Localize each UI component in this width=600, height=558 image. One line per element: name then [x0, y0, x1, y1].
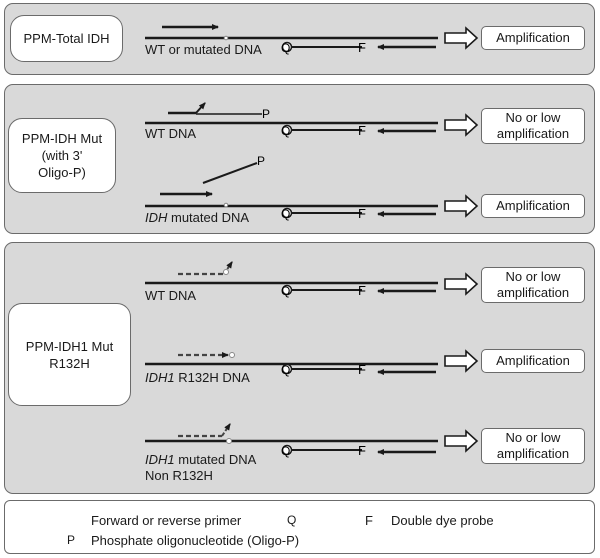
result-box: Amplification [481, 194, 585, 218]
probe-quencher-label: Q [281, 444, 290, 458]
dna-label-line2: Non R132H [145, 468, 213, 483]
legend-probe-f: F [365, 513, 373, 528]
dna-label: IDH1 R132H DNA [145, 370, 250, 385]
probe-fluor-label: F [358, 206, 366, 221]
row-total-idh: Q F [145, 24, 479, 55]
probe-quencher-label: Q [281, 284, 290, 298]
panel-label-total-idh: PPM-Total IDH [10, 15, 123, 62]
row-idh-mut-wt: P Q F [145, 102, 479, 138]
legend-probe-text: Double dye probe [391, 513, 494, 528]
result-arrow-icon [444, 272, 479, 296]
legend-oligo-p: P [67, 533, 76, 547]
probe-fluor-label: F [358, 362, 366, 377]
probe-quencher-label: Q [281, 363, 290, 377]
result-box: Amplification [481, 26, 585, 50]
dna-label: IDH mutated DNA [145, 210, 250, 225]
probe-fluor-label: F [358, 443, 366, 458]
row-idh-mut-mutated: P Q F [145, 154, 479, 221]
result-box: No or low amplification [481, 428, 585, 464]
result-box: No or low amplification [481, 267, 585, 303]
result-arrow-icon [444, 194, 479, 218]
result-arrow-icon [444, 349, 479, 373]
legend-primer-text: Forward or reverse primer [91, 513, 242, 528]
row-idh1-wt: Q F [145, 261, 479, 298]
phosphate-label: P [257, 154, 265, 168]
legend-probe-q: Q [287, 513, 297, 527]
phosphate-label: P [262, 107, 270, 121]
probe-fluor-label: F [358, 283, 366, 298]
legend-oligo-text: Phosphate oligonucleotide (Oligo-P) [91, 533, 300, 548]
row-idh1-non-r132h: Q F [145, 423, 479, 458]
probe-quencher-label: Q [281, 124, 290, 138]
probe-fluor-label: F [358, 123, 366, 138]
probe-quencher-label: Q [281, 207, 290, 221]
result-arrow-icon [444, 26, 479, 50]
dna-label: IDH1 mutated DNA [145, 452, 257, 467]
panel-label-idh1-mut: PPM-IDH1 Mut R132H [8, 303, 131, 406]
legend [4, 500, 595, 554]
row-idh1-r132h: Q F [145, 349, 479, 377]
result-box: No or low amplification [481, 108, 585, 144]
result-arrow-icon [444, 113, 479, 137]
dna-label: WT DNA [145, 288, 197, 303]
result-arrow-icon [444, 429, 479, 453]
probe-quencher-label: Q [281, 41, 290, 55]
dna-label: WT or mutated DNA [145, 42, 262, 57]
result-box: Amplification [481, 349, 585, 373]
panel-label-idh-mut: PPM-IDH Mut (with 3' Oligo-P) [8, 118, 116, 193]
dna-label: WT DNA [145, 126, 197, 141]
probe-fluor-label: F [358, 40, 366, 55]
